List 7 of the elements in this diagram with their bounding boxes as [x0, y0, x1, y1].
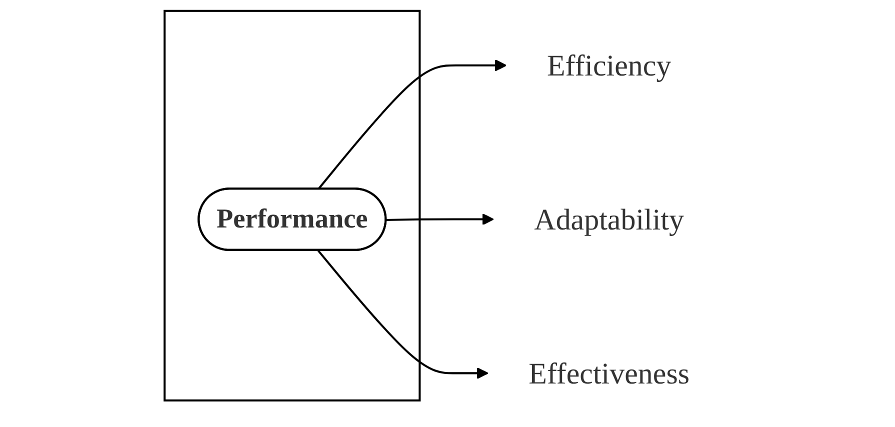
arrow	[317, 250, 488, 380]
cluster	[164, 10, 421, 402]
arrow	[317, 59, 507, 190]
node-text: Efficiency	[546, 48, 672, 82]
node-text: Adaptability	[534, 202, 684, 236]
node-text: Effectiveness	[528, 356, 690, 390]
arrow	[386, 213, 494, 226]
